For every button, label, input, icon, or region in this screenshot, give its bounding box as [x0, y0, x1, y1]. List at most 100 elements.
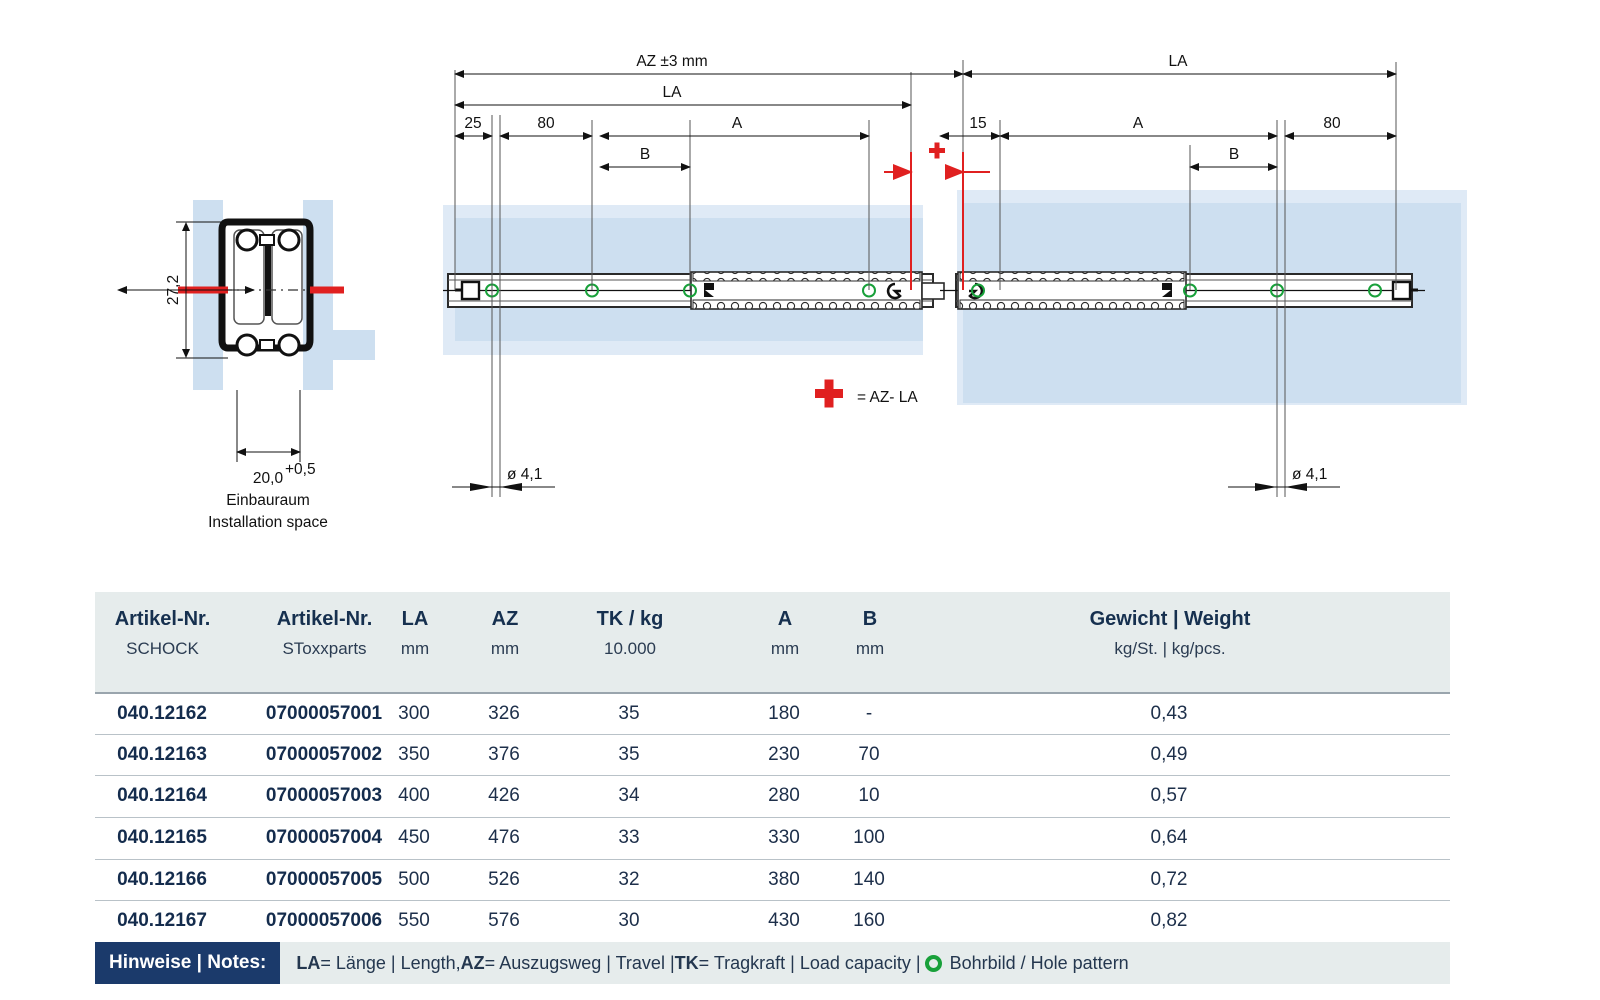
cell-stoxx: 07000057004: [265, 827, 383, 849]
cell-schock: 040.12162: [117, 703, 207, 724]
d80-right-label: 80: [1323, 115, 1341, 132]
th-b-sub: mm: [855, 639, 885, 658]
cell-weight: 0,72: [1150, 868, 1188, 890]
cell-b: 100: [853, 827, 885, 849]
th-a-main: A: [777, 608, 793, 630]
plus-formula: = AZ- LA: [857, 389, 918, 406]
cell-tk: 34: [618, 785, 640, 807]
dimension-az: AZ ±3 mm: [454, 53, 964, 78]
cell-b: 140: [853, 868, 885, 890]
plus-legend: = AZ- LA: [815, 379, 918, 408]
th-a-sub: mm: [770, 639, 800, 658]
cell-a: 280: [768, 785, 800, 807]
d25-label: 25: [464, 115, 481, 132]
notes-la-key: LA: [296, 952, 321, 973]
la-left-label: LA: [663, 84, 683, 101]
cell-weight: 0,43: [1150, 703, 1188, 724]
dimension-row-right: 15 A 80 B: [939, 115, 1397, 171]
th-stoxx-sub: SToxxparts: [282, 639, 367, 658]
cell-az: 326: [488, 703, 520, 724]
cell-b: 160: [853, 910, 885, 932]
cell-la: 500: [398, 868, 430, 890]
dimension-la-right: LA: [962, 53, 1397, 78]
cell-a: 180: [768, 703, 800, 724]
hole-dimension-right: ø 4,1: [1228, 466, 1340, 491]
dimension-la-left: LA: [454, 84, 912, 109]
hole-dimension-left: ø 4,1: [452, 466, 555, 491]
cell-b: 10: [858, 785, 880, 807]
notes-az-text: = Auszugsweg | Travel |: [484, 952, 675, 973]
table-header-row: Artikel-Nr. SCHOCK Artikel-Nr. SToxxpart…: [95, 592, 1450, 692]
cell-stoxx: 07000057001: [265, 703, 383, 724]
technical-drawing: 27,2 20,0 +0,5 Einbauraum Installation s…: [117, 53, 1467, 531]
cell-az: 426: [488, 785, 520, 807]
dimension-height: 27,2: [117, 221, 255, 359]
caption-en: Installation space: [208, 514, 328, 531]
th-schock-sub: SCHOCK: [126, 639, 199, 658]
cell-la: 300: [398, 703, 430, 724]
cell-b: -: [865, 703, 873, 724]
width-label: 20,0: [253, 470, 284, 487]
plus-icon-small: [929, 142, 945, 159]
cell-weight: 0,64: [1150, 827, 1188, 849]
notes-tk-key: TK: [674, 952, 699, 973]
width-tolerance: +0,5: [285, 461, 316, 478]
cell-schock: 040.12167: [117, 910, 207, 932]
cell-az: 376: [488, 743, 520, 765]
overlap-dimension-red: [884, 142, 990, 290]
cell-a: 330: [768, 827, 800, 849]
a-left-label: A: [732, 115, 743, 132]
notes-body: LA = Länge | Length, AZ = Auszugsweg | T…: [280, 942, 1450, 984]
cell-a: 230: [768, 743, 800, 765]
notes-az-key: AZ: [460, 952, 485, 973]
cell-az: 526: [488, 868, 520, 890]
cell-a: 380: [768, 868, 800, 890]
cell-weight: 0,49: [1150, 743, 1188, 765]
cell-stoxx: 07000057003: [265, 785, 383, 807]
notes-la-text: = Länge | Length,: [320, 952, 461, 973]
cell-b: 70: [858, 743, 880, 765]
th-tk-main: TK / kg: [596, 608, 664, 630]
d80-left-label: 80: [537, 115, 555, 132]
az-label: AZ ±3 mm: [636, 53, 707, 70]
th-weight-sub: kg/St. | kg/pcs.: [1114, 639, 1226, 658]
b-left-label: B: [640, 146, 650, 163]
d15-label: 15: [969, 115, 986, 132]
cell-la: 550: [398, 910, 430, 932]
th-tk-sub: 10.000: [604, 639, 656, 658]
panel-drawer-board: [333, 330, 375, 360]
cell-weight: 0,82: [1150, 910, 1188, 932]
cell-a: 430: [768, 910, 800, 932]
th-b-main: B: [862, 608, 878, 630]
a-right-label: A: [1133, 115, 1144, 132]
hole-left-label: ø 4,1: [507, 466, 542, 483]
cell-stoxx: 07000057006: [265, 910, 383, 932]
side-view: AZ ±3 mm LA LA 25 80 A B: [443, 53, 1467, 497]
rail-right: [940, 271, 1425, 310]
dimension-width: [236, 390, 301, 462]
cell-la: 350: [398, 743, 430, 765]
th-az-sub: mm: [490, 639, 520, 658]
cell-stoxx: 07000057005: [265, 868, 383, 890]
cell-tk: 32: [618, 868, 640, 890]
th-schock-main: Artikel-Nr.: [114, 608, 211, 630]
th-weight-main: Gewicht | Weight: [1089, 608, 1251, 630]
th-az-main: AZ: [491, 608, 519, 630]
th-la-main: LA: [401, 608, 429, 630]
b-right-label: B: [1229, 146, 1239, 163]
height-label: 27,2: [165, 275, 182, 305]
hole-right-label: ø 4,1: [1292, 466, 1327, 483]
cell-az: 476: [488, 827, 520, 849]
notes-hole-text: Bohrbild / Hole pattern: [949, 952, 1129, 973]
cell-az: 576: [488, 910, 520, 932]
cell-tk: 33: [618, 827, 640, 849]
cell-schock: 040.12164: [117, 785, 207, 807]
dimension-row-left: 25 80 A B: [454, 115, 870, 171]
cell-weight: 0,57: [1150, 785, 1188, 807]
